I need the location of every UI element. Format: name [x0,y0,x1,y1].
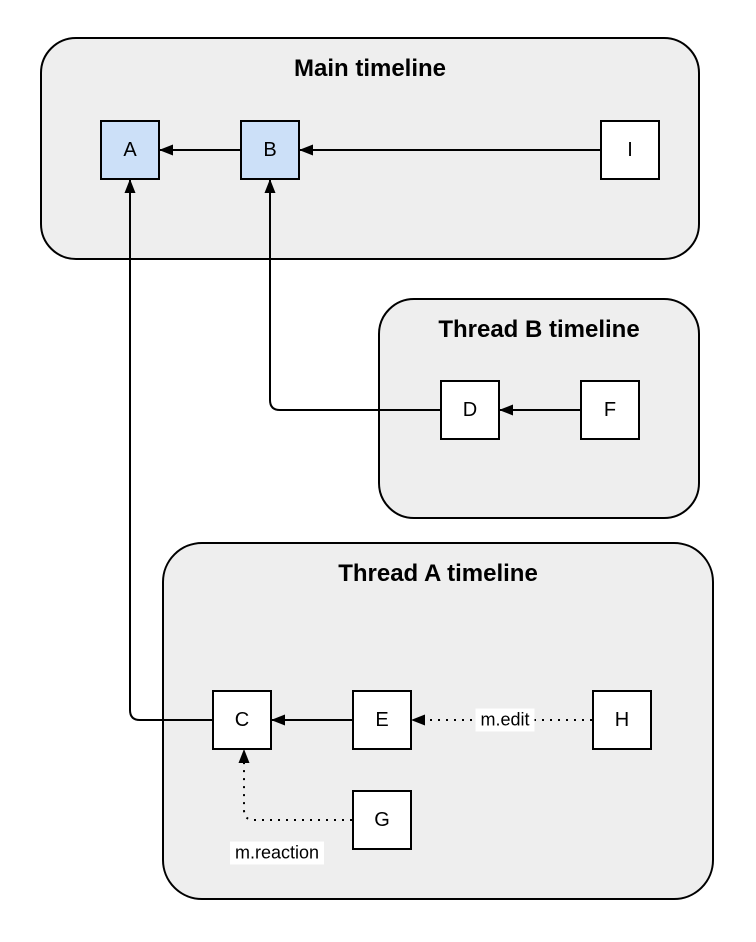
event-node-A: A [100,120,160,180]
thread-b-timeline-title: Thread B timeline [438,316,640,343]
edge-label-m-edit: m.edit [475,708,535,732]
event-node-D: D [440,380,500,440]
event-node-B: B [240,120,300,180]
event-node-G: G [352,790,412,850]
container-thread-b-timeline: Thread B timeline [378,298,700,519]
event-node-C: C [212,690,272,750]
event-node-F: F [580,380,640,440]
main-timeline-title: Main timeline [293,55,447,82]
event-node-E: E [352,690,412,750]
event-node-I: I [600,120,660,180]
event-node-H: H [592,690,652,750]
thread-a-timeline-title: Thread A timeline [338,560,538,587]
edge-label-m-reaction: m.reaction [229,841,325,865]
